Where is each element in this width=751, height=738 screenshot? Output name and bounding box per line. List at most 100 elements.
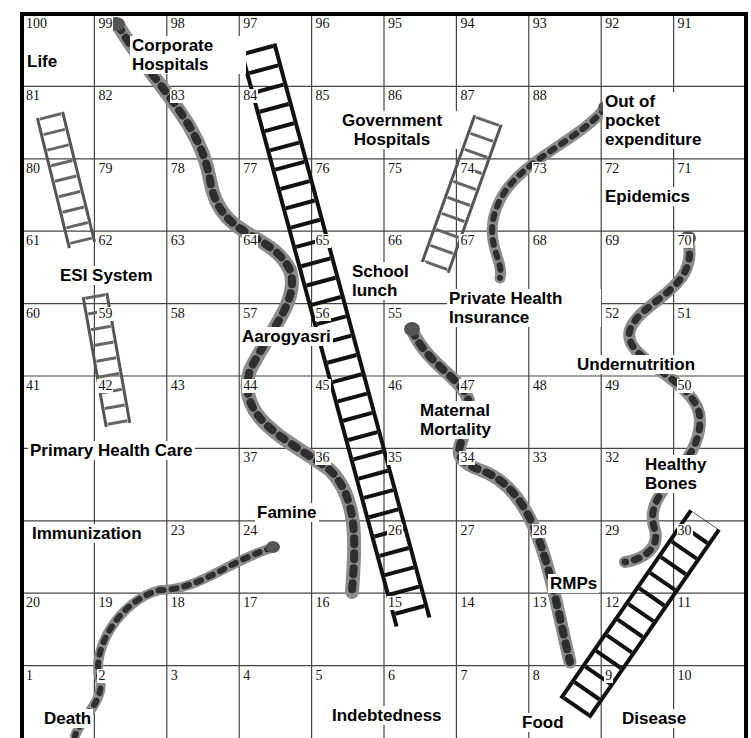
square-number: 34 bbox=[459, 451, 475, 465]
square-label: RMPs bbox=[548, 574, 599, 593]
square-number: 59 bbox=[97, 307, 113, 321]
square-number: 47 bbox=[459, 379, 475, 393]
square-number: 73 bbox=[532, 162, 548, 176]
square-number: 26 bbox=[387, 524, 403, 538]
square-number: 76 bbox=[315, 162, 331, 176]
square-number: 51 bbox=[677, 307, 693, 321]
square-number: 66 bbox=[387, 234, 403, 248]
square-number: 43 bbox=[170, 379, 186, 393]
square-number: 28 bbox=[532, 524, 548, 538]
square-number: 100 bbox=[25, 17, 48, 31]
square-number: 83 bbox=[170, 89, 186, 103]
square-label: Life bbox=[25, 52, 59, 71]
square-label: Primary Health Care bbox=[28, 441, 195, 460]
square-number: 17 bbox=[242, 596, 258, 610]
square-number: 50 bbox=[677, 379, 693, 393]
square-number: 98 bbox=[170, 17, 186, 31]
square-number: 4 bbox=[242, 669, 251, 683]
square-label: Food bbox=[520, 713, 566, 732]
square-number: 58 bbox=[170, 307, 186, 321]
ladder bbox=[83, 293, 130, 427]
square-number: 7 bbox=[459, 669, 468, 683]
square-number: 37 bbox=[242, 451, 258, 465]
square-number: 65 bbox=[315, 234, 331, 248]
square-number: 70 bbox=[677, 234, 693, 248]
square-number: 14 bbox=[459, 596, 475, 610]
square-number: 75 bbox=[387, 162, 403, 176]
square-number: 62 bbox=[97, 234, 113, 248]
square-number: 60 bbox=[25, 307, 41, 321]
square-number: 12 bbox=[604, 596, 620, 610]
square-label: School lunch bbox=[350, 262, 426, 300]
square-number: 69 bbox=[604, 234, 620, 248]
square-number: 45 bbox=[315, 379, 331, 393]
square-number: 99 bbox=[97, 17, 113, 31]
square-label: ESI System bbox=[58, 266, 155, 285]
square-number: 72 bbox=[604, 162, 620, 176]
square-label: Famine bbox=[255, 503, 319, 522]
square-label: Corporate Hospitals bbox=[130, 36, 246, 74]
snake bbox=[75, 541, 280, 736]
square-number: 61 bbox=[25, 234, 41, 248]
square-number: 10 bbox=[677, 669, 693, 683]
square-number: 3 bbox=[170, 669, 179, 683]
square-number: 55 bbox=[387, 307, 403, 321]
ladder bbox=[37, 112, 94, 248]
square-number: 16 bbox=[315, 596, 331, 610]
square-number: 19 bbox=[97, 596, 113, 610]
square-number: 5 bbox=[315, 669, 324, 683]
square-number: 29 bbox=[604, 524, 620, 538]
square-number: 93 bbox=[532, 17, 548, 31]
square-number: 30 bbox=[677, 524, 693, 538]
square-number: 74 bbox=[459, 162, 475, 176]
square-number: 49 bbox=[604, 379, 620, 393]
square-number: 2 bbox=[97, 669, 106, 683]
board-grid bbox=[22, 14, 746, 738]
square-label: Death bbox=[42, 709, 93, 728]
square-number: 87 bbox=[459, 89, 475, 103]
square-number: 42 bbox=[97, 379, 113, 393]
square-number: 64 bbox=[242, 234, 258, 248]
square-label: Government Hospitals bbox=[326, 111, 458, 149]
square-label: Epidemics bbox=[603, 187, 692, 206]
square-label: Indebtedness bbox=[330, 706, 444, 725]
square-number: 68 bbox=[532, 234, 548, 248]
square-label: Maternal Mortality bbox=[418, 401, 526, 439]
square-number: 44 bbox=[242, 379, 258, 393]
square-number: 77 bbox=[242, 162, 258, 176]
square-number: 18 bbox=[170, 596, 186, 610]
snake bbox=[492, 101, 614, 278]
square-number: 6 bbox=[387, 669, 396, 683]
square-number: 71 bbox=[677, 162, 693, 176]
square-number: 96 bbox=[315, 17, 331, 31]
square-number: 88 bbox=[532, 89, 548, 103]
square-number: 57 bbox=[242, 307, 258, 321]
square-label: Undernutrition bbox=[575, 355, 697, 374]
square-number: 8 bbox=[532, 669, 541, 683]
square-label: Disease bbox=[620, 709, 688, 728]
snake bbox=[107, 17, 354, 592]
square-number: 91 bbox=[677, 17, 693, 31]
square-number: 92 bbox=[604, 17, 620, 31]
square-number: 63 bbox=[170, 234, 186, 248]
square-number: 35 bbox=[387, 451, 403, 465]
square-number: 79 bbox=[97, 162, 113, 176]
square-number: 36 bbox=[315, 451, 331, 465]
snake bbox=[625, 231, 700, 562]
square-number: 1 bbox=[25, 669, 34, 683]
square-number: 95 bbox=[387, 17, 403, 31]
square-number: 84 bbox=[242, 89, 258, 103]
square-number: 52 bbox=[604, 307, 620, 321]
square-label: Healthy Bones bbox=[643, 455, 739, 493]
square-number: 13 bbox=[532, 596, 548, 610]
square-number: 86 bbox=[387, 89, 403, 103]
square-number: 20 bbox=[25, 596, 41, 610]
square-number: 9 bbox=[604, 669, 613, 683]
square-number: 33 bbox=[532, 451, 548, 465]
square-number: 48 bbox=[532, 379, 548, 393]
square-number: 32 bbox=[604, 451, 620, 465]
square-label: Aarogyasri bbox=[240, 327, 333, 346]
square-number: 94 bbox=[459, 17, 475, 31]
square-number: 81 bbox=[25, 89, 41, 103]
